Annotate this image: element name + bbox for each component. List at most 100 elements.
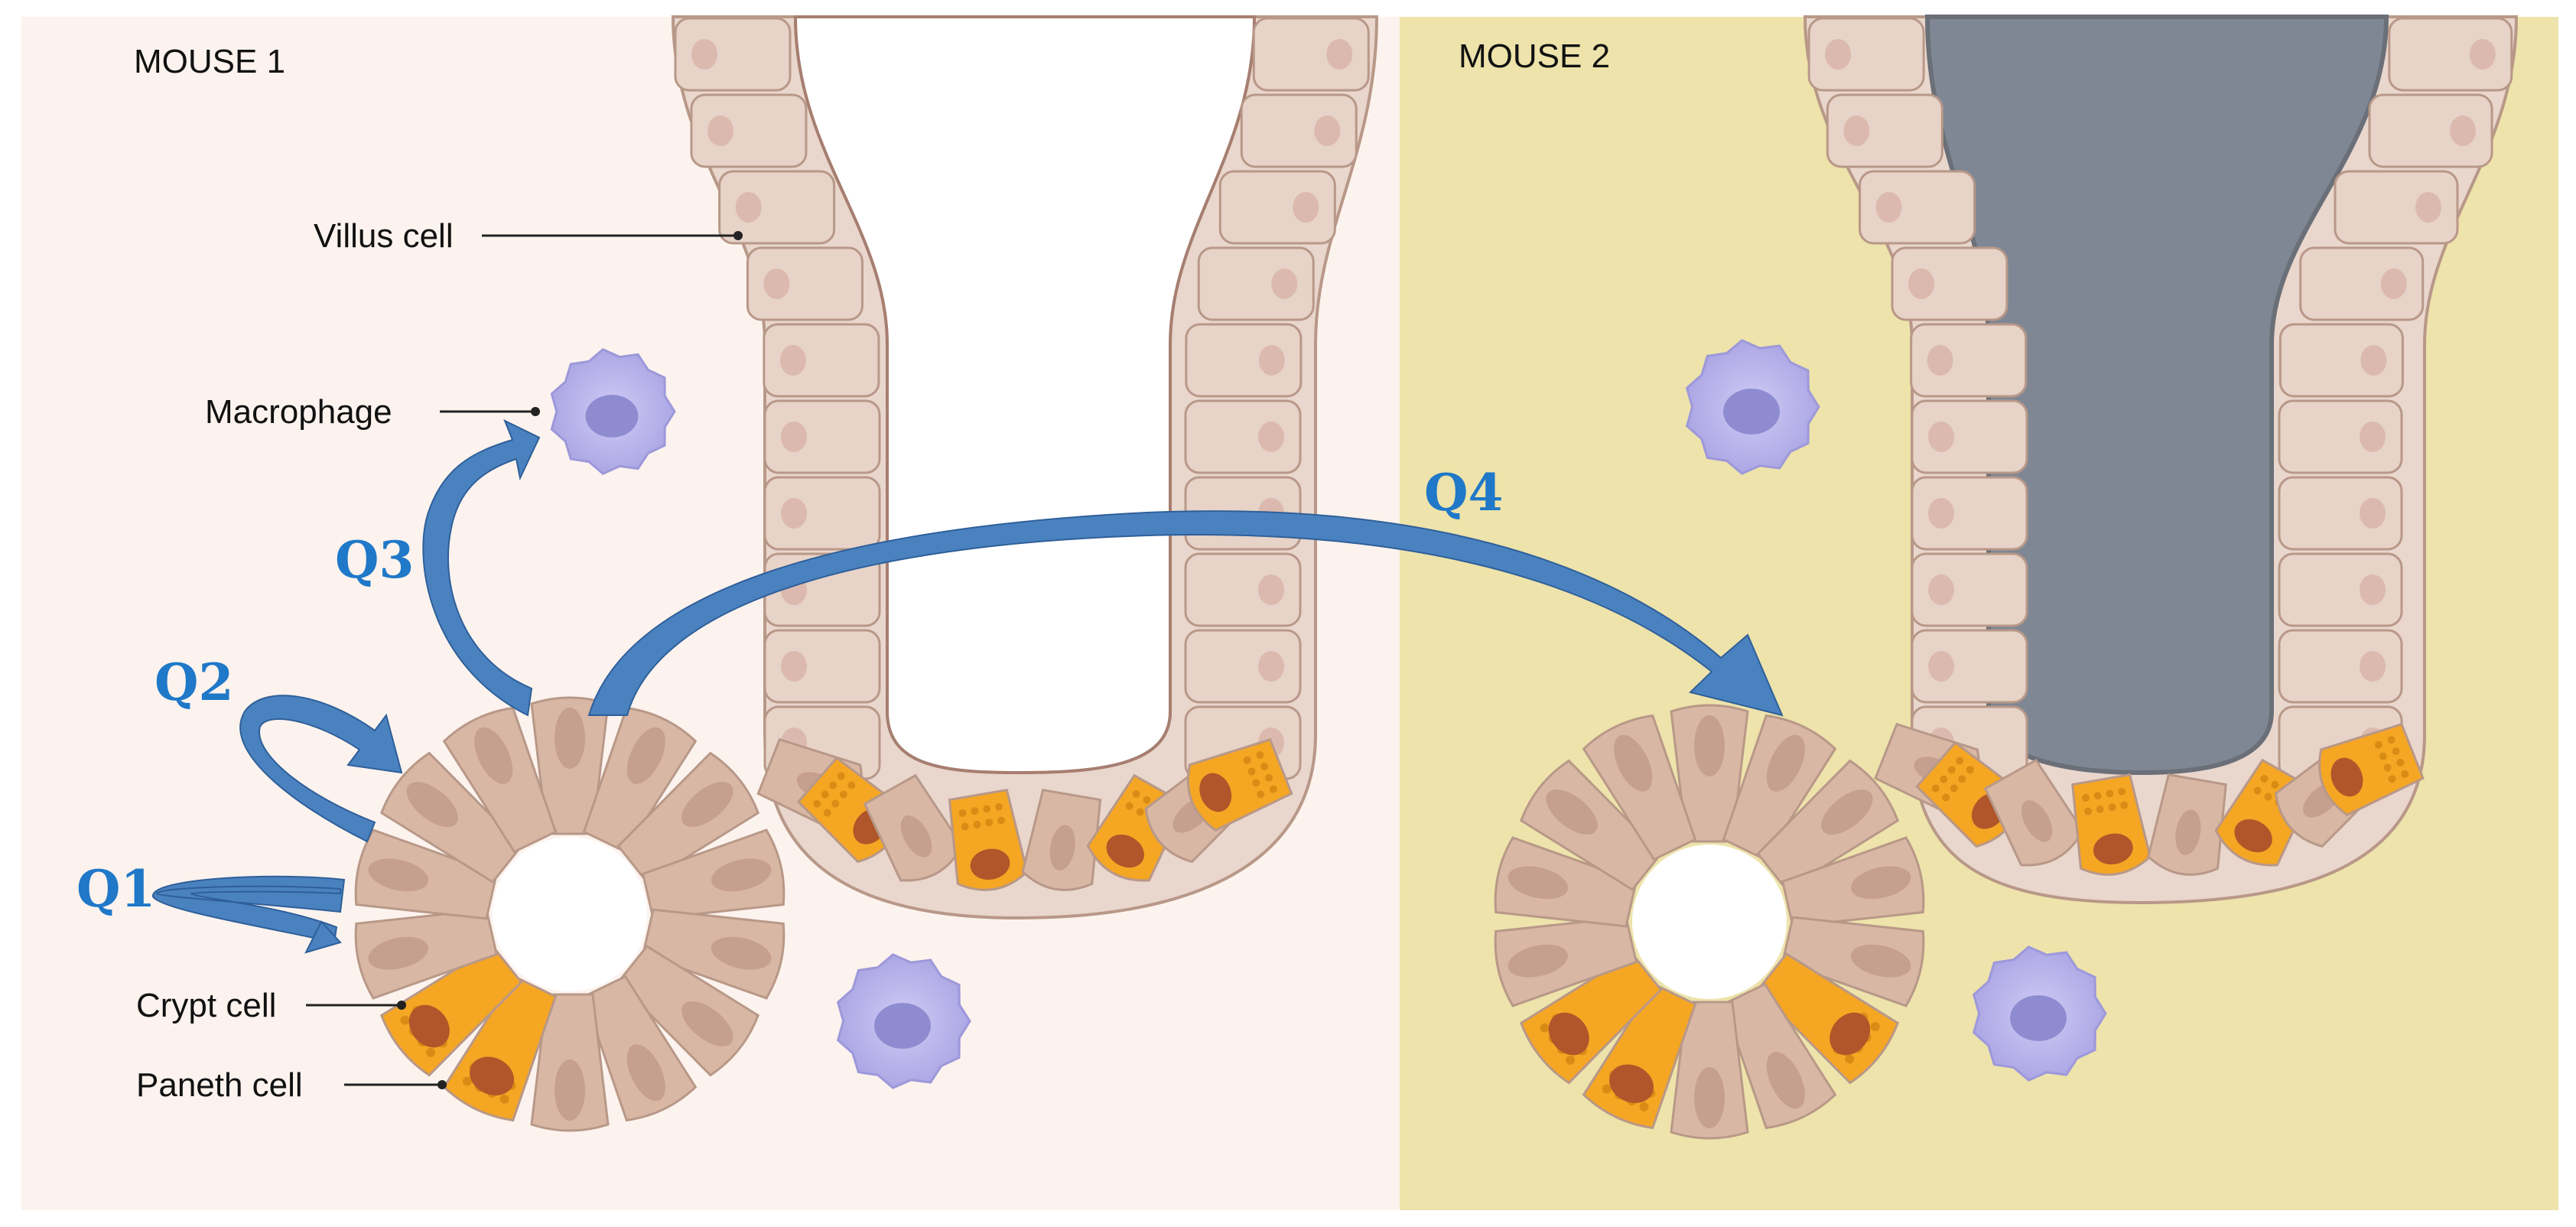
paneth-granule: [1942, 793, 1950, 802]
cell-nucleus: [2175, 809, 2201, 855]
paneth-granule: [1639, 1102, 1649, 1111]
paneth-granule: [1870, 1022, 1880, 1032]
paneth-granule: [1265, 773, 1273, 782]
cell-nucleus: [555, 1059, 585, 1121]
villus-cell-nucleus: [781, 498, 807, 529]
cell-nucleus: [474, 727, 513, 784]
paneth-nucleus: [1548, 1012, 1589, 1056]
crypt-cell: [379, 751, 523, 884]
crypt-cell: [616, 945, 760, 1077]
crypt-cell: [1781, 916, 1925, 1007]
cell-body: [379, 945, 523, 1077]
cell-nucleus: [2021, 800, 2053, 842]
paneth-cell: [1582, 982, 1697, 1130]
villus-epithelial-cell: [1807, 17, 1925, 92]
cell-nucleus: [1614, 734, 1653, 792]
crypt-base-cell: [1021, 788, 1102, 891]
paneth-granule: [994, 802, 1003, 811]
crypt-cell: [1756, 759, 1900, 891]
paneth-nucleus: [408, 1004, 450, 1048]
paneth-granule: [961, 822, 969, 831]
villus-cell-nucleus: [2415, 192, 2441, 223]
paneth-granule: [2108, 803, 2116, 812]
paneth-granule: [1940, 775, 1948, 783]
cell-nucleus: [1508, 866, 1569, 900]
mouse1-villus: [671, 15, 1379, 920]
paneth-nucleus: [1106, 834, 1144, 868]
cell-nucleus: [1694, 715, 1725, 776]
paneth-cell: [2071, 773, 2152, 876]
paneth-granule: [1566, 1055, 1576, 1065]
macrophage-dot: [531, 407, 540, 416]
crypt-cell: [442, 706, 558, 854]
crypt-lumen: [1632, 845, 1787, 999]
crypt-cell: [354, 908, 499, 1000]
paneth-granule: [823, 809, 831, 817]
paneth-granule: [1136, 808, 1144, 816]
paneth-cell: [379, 945, 523, 1077]
villus-cell-nucleus: [1293, 192, 1319, 223]
villus-epithelial-cell: [763, 476, 881, 551]
villus-epithelial-cell: [2368, 93, 2493, 168]
paneth-granule: [1125, 802, 1134, 810]
villus-epithelial-cell: [2278, 629, 2403, 704]
paneth-granule: [971, 807, 979, 815]
villus-cell-nucleus: [1928, 574, 1954, 605]
cell-nucleus: [368, 936, 429, 970]
cell-nucleus: [626, 1044, 665, 1102]
villus-epithelial-cell: [1240, 93, 1358, 168]
paneth-nucleus: [1199, 773, 1232, 812]
cell-nucleus: [1049, 825, 1075, 871]
cell-nucleus: [711, 936, 772, 970]
villus-cell-nucleus: [735, 192, 762, 223]
cell-nucleus: [1821, 789, 1873, 835]
villus-lumen: [793, 15, 1257, 775]
cell-nucleus: [555, 708, 585, 769]
paneth-cell: [442, 975, 558, 1122]
cell-nucleus: [1850, 866, 1911, 900]
crypt-cell: [1494, 836, 1638, 928]
villus1-paneth-cells: [756, 737, 1293, 891]
paneth-granule: [1966, 766, 1974, 774]
paneth-cell-label: Paneth cell: [136, 1066, 303, 1104]
crypt-base-cell: [1983, 758, 2084, 867]
crypt-base-cell: [2147, 773, 2227, 876]
cell-nucleus: [681, 1001, 733, 1046]
paneth-granule: [2106, 789, 2114, 798]
villus-cell-nucleus: [1928, 498, 1954, 529]
q2-label: Q2: [154, 653, 233, 712]
villus-cell-nucleus: [763, 269, 790, 299]
villus-epithelial-cell: [763, 399, 881, 474]
villus-cell-nucleus: [2360, 651, 2386, 682]
villus-epithelial-cell: [1252, 17, 1370, 92]
cell-nucleus: [900, 815, 932, 858]
paneth-granule: [2396, 758, 2405, 766]
paneth-granule: [1243, 756, 1251, 764]
crypt-cell: [1582, 714, 1697, 861]
paneth-nucleus: [1830, 1012, 1871, 1056]
villus-epithelial-cell: [1184, 629, 1302, 704]
cell-body: [442, 975, 558, 1122]
paneth-granule: [2374, 740, 2382, 749]
paneth-granule: [2081, 793, 2090, 802]
villus-epithelial-cell: [1891, 246, 2008, 321]
villus-epithelial-cell: [2278, 399, 2403, 474]
villus-epithelial-cell: [1218, 170, 1336, 245]
villus1-cells: [674, 17, 1370, 780]
crypt-cell: [1670, 704, 1749, 843]
villus-cell-nucleus: [781, 651, 807, 682]
paneth-granule: [426, 1047, 436, 1057]
mouse1-title: MOUSE 1: [134, 43, 285, 80]
villus-cell-nucleus: [1258, 345, 1285, 376]
cell-body: [1756, 952, 1900, 1085]
villus-cell-nucleus: [1314, 116, 1341, 146]
q3-label: Q3: [335, 530, 414, 590]
crypt-cell: [354, 828, 499, 920]
paneth-granule: [2260, 775, 2269, 783]
villus-epithelial-cell: [2278, 476, 2403, 551]
villus-epithelial-cell: [2278, 323, 2404, 398]
villus-epithelial-cell: [1826, 93, 1943, 168]
paneth-cell: [2318, 722, 2425, 817]
villus-cell-nucleus: [2360, 574, 2386, 605]
villus-cell-nucleus: [1875, 192, 1902, 223]
